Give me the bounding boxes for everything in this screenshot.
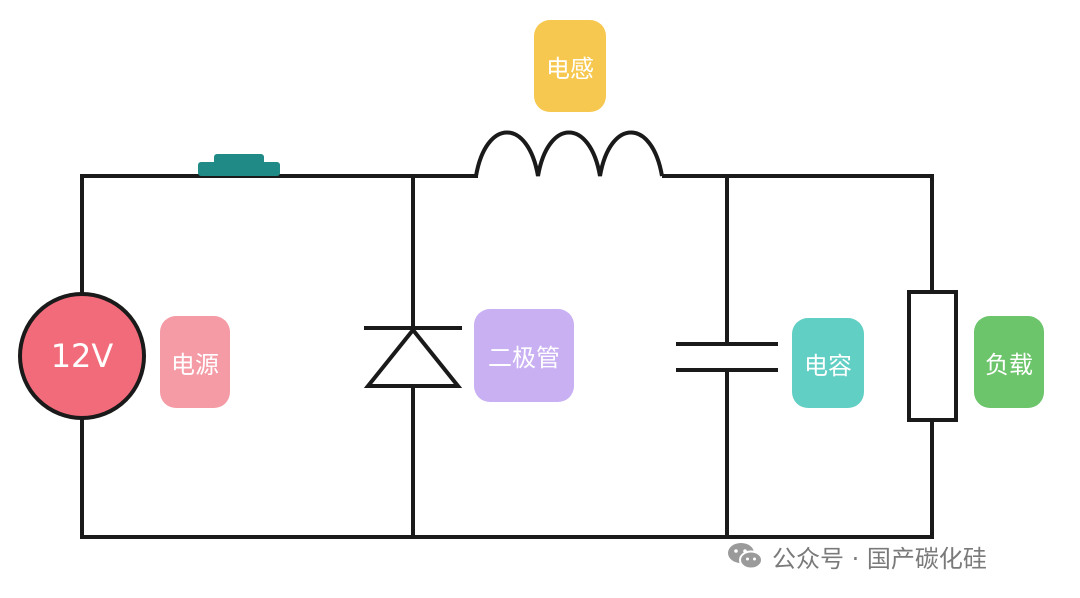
diode-label: 二极管 — [474, 309, 574, 402]
wires — [80, 174, 934, 539]
inductor-coil — [474, 130, 664, 177]
watermark: 公众号 · 国产碳化硅 — [726, 536, 987, 576]
left-wire-bottom — [80, 416, 934, 539]
voltage-source — [18, 292, 146, 420]
load-label: 负载 — [974, 316, 1044, 408]
source-label: 电源 — [160, 316, 230, 408]
left-wire-top — [80, 174, 478, 296]
capacitor-symbol — [676, 342, 778, 372]
load-resistor — [907, 290, 958, 422]
wechat-icon — [728, 543, 763, 570]
watermark-text: 公众号 · 国产碳化硅 — [772, 544, 987, 573]
switch — [198, 154, 280, 176]
capacitor-label: 电容 — [792, 318, 864, 408]
inductor-label: 电感 — [534, 20, 606, 112]
source-voltage-label: 12V — [51, 337, 114, 375]
diode-symbol — [363, 326, 463, 388]
